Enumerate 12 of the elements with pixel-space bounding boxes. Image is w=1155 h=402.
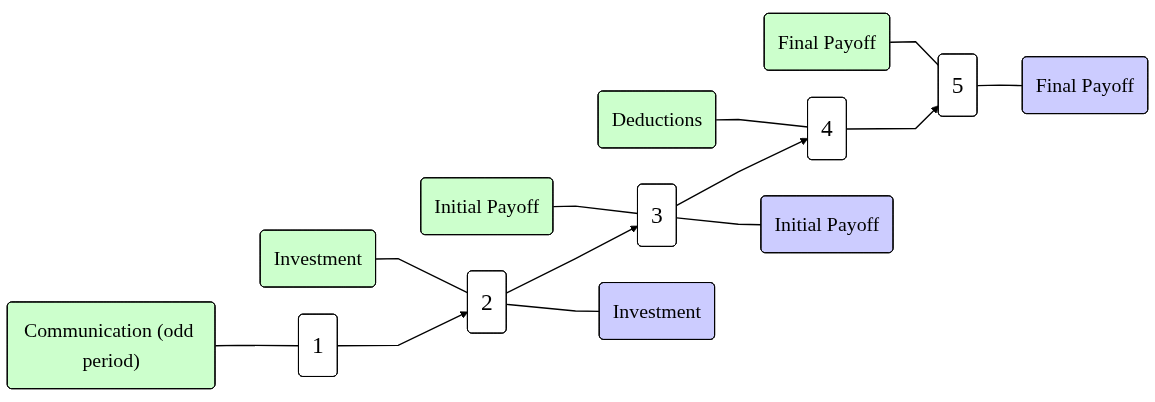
connector [889,41,940,67]
arrow [506,225,639,294]
connector [676,217,762,226]
arrow [337,311,469,347]
connector [214,344,300,347]
connector [976,84,1024,87]
connector [715,118,809,128]
arrow [846,105,939,130]
arrow [676,137,809,206]
connector [506,303,601,313]
connector [552,205,639,215]
connector [375,257,469,294]
